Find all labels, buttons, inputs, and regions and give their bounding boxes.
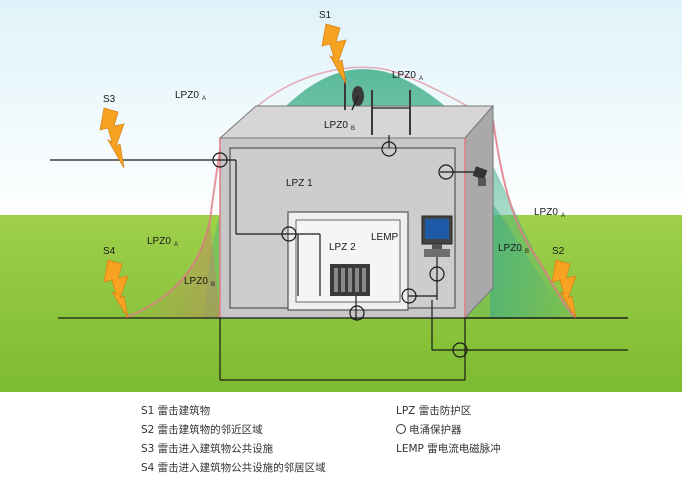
legend-item-lpz: LPZ 雷击防护区: [396, 405, 472, 417]
zone-label-lpz0a-top: LPZ0 A: [392, 70, 423, 82]
svg-text:A: A: [174, 242, 178, 248]
legend-item-spd: 电涌保护器: [396, 421, 501, 440]
svg-text:A: A: [202, 96, 206, 102]
svg-text:LPZ0: LPZ0: [534, 207, 558, 218]
legend-left: S1 雷击建筑物 S2 雷击建筑物的邻近区域 S3 雷击进入建筑物公共设施 S4…: [141, 402, 326, 478]
server-rack: [330, 264, 370, 296]
zone-label-lpz2: LPZ 2: [329, 242, 356, 253]
legend-right: LPZ 雷击防护区 电涌保护器 LEMP 雷电流电磁脉冲: [396, 402, 501, 459]
label-s1: S1: [319, 10, 332, 21]
building-side: [464, 104, 494, 320]
label-s2: S2: [552, 246, 565, 257]
svg-text:B: B: [351, 126, 355, 132]
svg-text:LPZ0: LPZ0: [324, 120, 348, 131]
building-roof: [218, 105, 495, 139]
svg-text:LPZ0: LPZ0: [175, 90, 199, 101]
zone-label-lpz0a-left: LPZ0 A: [175, 90, 206, 102]
zone-label-lpz0b-right: LPZ0 B: [498, 243, 529, 255]
spd-circle: [401, 288, 417, 304]
lightning-bolts: [99, 23, 577, 319]
lightning-s4-icon: [103, 259, 129, 319]
zone-label-lpz1: LPZ 1: [286, 178, 313, 189]
svg-text:B: B: [525, 249, 529, 255]
svg-text:LPZ0: LPZ0: [392, 70, 416, 81]
svg-text:B: B: [211, 282, 215, 288]
spd-circle: [438, 164, 454, 180]
legend-item-s3: S3 雷击进入建筑物公共设施: [141, 443, 274, 455]
label-s3: S3: [103, 94, 116, 105]
lightning-s3-icon: [99, 107, 125, 169]
svg-text:LPZ0: LPZ0: [147, 236, 171, 247]
legend-item-s2: S2 雷击建筑物的邻近区域: [141, 424, 263, 436]
legend-panel: [0, 392, 682, 487]
svg-text:A: A: [419, 76, 423, 82]
svg-text:LPZ0: LPZ0: [184, 276, 208, 287]
lpz0b-zone-left: [125, 220, 220, 318]
zone-label-lpz0a-lowleft: LPZ0 A: [147, 236, 178, 248]
svg-text:LPZ0: LPZ0: [498, 243, 522, 254]
svg-text:A: A: [561, 213, 565, 219]
spd-circle-icon: [396, 424, 406, 434]
satellite-dish-icon: [351, 86, 373, 135]
zone-label-lpz0b-roof: LPZ0 B: [324, 120, 355, 132]
label-s4: S4: [103, 246, 116, 257]
spd-circle: [429, 266, 445, 282]
legend-item-lemp: LEMP 雷电流电磁脉冲: [396, 443, 501, 455]
lpz-boundary-left-outer: [124, 139, 223, 319]
lpz-boundary-top: [254, 66, 494, 121]
legend-item-s1: S1 雷击建筑物: [141, 405, 211, 417]
spd-circle: [281, 226, 297, 242]
wiring: [50, 135, 628, 381]
roof-mast-icon: [344, 78, 411, 135]
lpz-boundary-right: [492, 119, 576, 319]
spd-markers: [212, 141, 468, 358]
zone-label-lpz0a-right: LPZ0 A: [534, 207, 565, 219]
lpz0b-zone-right: [490, 200, 575, 318]
camera-icon: [472, 166, 488, 186]
lightning-s2-icon: [551, 259, 577, 319]
legend-item-s4: S4 雷击进入建筑物公共设施的邻居区域: [141, 462, 326, 474]
lightning-s1-icon: [321, 23, 347, 85]
spd-circle: [452, 342, 468, 358]
spd-circle: [212, 152, 228, 168]
zone-label-lemp: LEMP: [371, 232, 399, 243]
computer-icon: [421, 215, 453, 257]
spd-circle: [381, 141, 397, 157]
legend-item-spd-label: 电涌保护器: [409, 424, 462, 436]
spd-circle: [349, 305, 365, 321]
zone-label-lpz0b-lowleft: LPZ0 B: [184, 276, 215, 288]
